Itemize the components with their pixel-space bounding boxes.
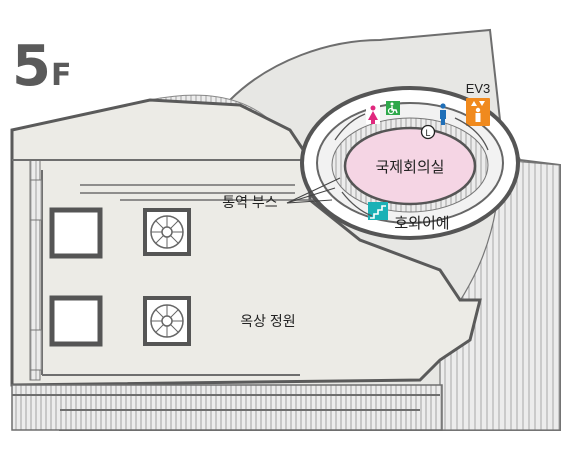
accessible-restroom-icon [386, 101, 400, 115]
rooftop-garden-label: 옥상 정원 [240, 313, 295, 329]
elevator-label: EV3 [466, 81, 491, 96]
pillar-1 [49, 207, 103, 259]
spiral-stair-1 [143, 208, 191, 256]
logo-letter: L [425, 128, 430, 138]
floor-label: 5F [12, 34, 71, 99]
floor-body [10, 98, 482, 387]
women-restroom-icon [366, 104, 380, 124]
conference-hall [343, 126, 477, 206]
men-restroom-icon [440, 103, 446, 125]
floor-unit: F [50, 58, 71, 93]
floor-number: 5 [12, 34, 51, 99]
foyer-label: 호와이에 [394, 215, 449, 232]
pillar-2 [49, 295, 103, 347]
spiral-stair-2 [143, 296, 191, 346]
lower-band [11, 384, 443, 431]
logo-icon: L [420, 124, 436, 140]
stair-left-top [29, 179, 43, 221]
stair-left-bottom [29, 329, 43, 371]
stairs-icon [368, 202, 388, 220]
interpretation-booth-label: 통역 부스 [222, 194, 278, 210]
conference-hall-label: 국제회의실 [375, 159, 444, 176]
elevator-icon [466, 98, 490, 126]
